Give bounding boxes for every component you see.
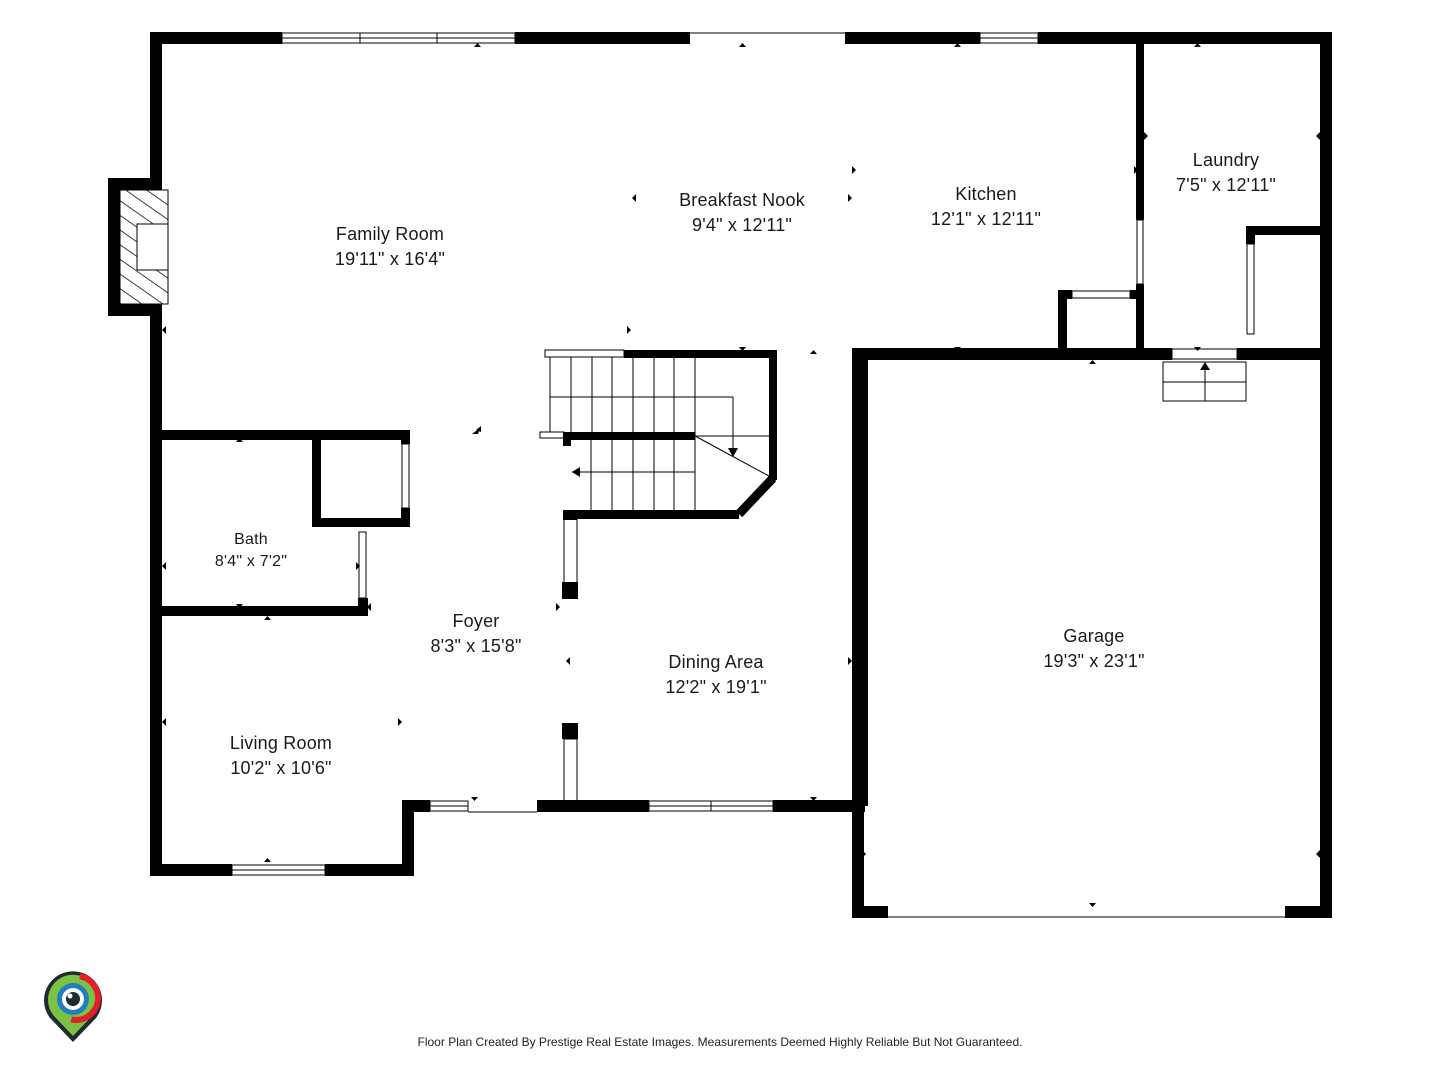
room-name: Laundry <box>1192 150 1260 170</box>
dimension-markers <box>162 43 1320 907</box>
room-name: Breakfast Nook <box>679 190 805 210</box>
room-label-breakfast-nook: Breakfast Nook 9'4" x 12'11" <box>679 188 805 238</box>
room-label-bath: Bath 8'4" x 7'2" <box>215 529 287 573</box>
room-label-laundry: Laundry 7'5" x 12'11" <box>1176 148 1276 198</box>
disclaimer-footer: Floor Plan Created By Prestige Real Esta… <box>417 1035 1023 1049</box>
room-name: Dining Area <box>668 652 764 672</box>
room-dimensions: 7'5" x 12'11" <box>1176 175 1276 195</box>
room-label-garage: Garage 19'3" x 23'1" <box>1043 624 1144 674</box>
room-dimensions: 12'2" x 19'1" <box>665 677 767 697</box>
room-dimensions: 19'3" x 23'1" <box>1043 651 1145 671</box>
room-name: Kitchen <box>955 184 1017 204</box>
fireplace <box>119 189 169 305</box>
thin-walls <box>539 349 625 802</box>
room-name: Living Room <box>229 733 333 753</box>
room-name: Foyer <box>452 611 500 631</box>
room-dimensions: 10'2" x 10'6" <box>230 758 332 778</box>
staircase <box>549 357 770 510</box>
windows <box>231 32 1285 918</box>
room-name: Garage <box>1063 626 1125 646</box>
room-label-foyer: Foyer 8'3" x 15'8" <box>430 609 521 659</box>
room-dimensions: 8'3" x 15'8" <box>430 636 522 656</box>
walls <box>108 32 1332 918</box>
room-name: Family Room <box>335 224 445 244</box>
room-label-living-room: Living Room 10'2" x 10'6" <box>230 731 332 781</box>
room-dimensions: 12'1" x 12'11" <box>930 209 1042 229</box>
room-label-dining-area: Dining Area 12'2" x 19'1" <box>665 650 766 700</box>
room-label-family-room: Family Room 19'11" x 16'4" <box>335 222 445 272</box>
room-dimensions: 8'4" x 7'2" <box>214 553 288 570</box>
room-dimensions: 9'4" x 12'11" <box>692 215 792 235</box>
company-logo-icon <box>43 971 102 1042</box>
room-dimensions: 19'11" x 16'4" <box>334 249 446 269</box>
garage-entry-steps <box>1162 361 1247 402</box>
room-label-kitchen: Kitchen 12'1" x 12'11" <box>931 182 1041 232</box>
room-name: Bath <box>234 531 268 548</box>
